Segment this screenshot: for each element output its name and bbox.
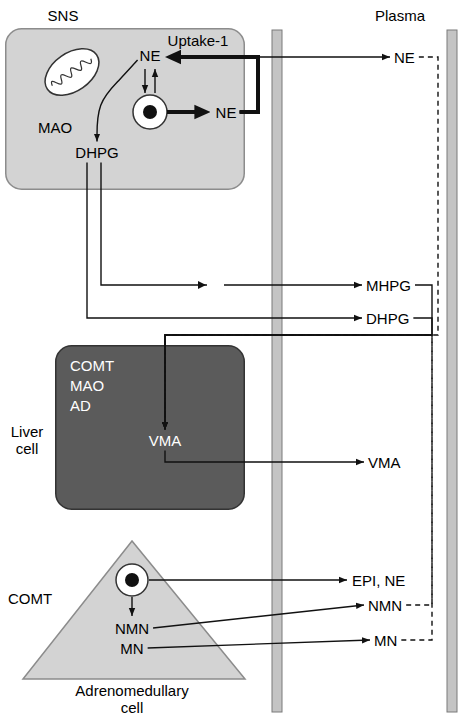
molecule-node: MHPG xyxy=(364,276,413,295)
release-arrow xyxy=(167,110,204,114)
molecule-node: MN xyxy=(372,631,399,650)
text-slot: NMN xyxy=(115,620,149,637)
molecule-node: DHPG xyxy=(73,143,120,162)
plain-label: Plasma xyxy=(375,7,425,24)
vesicle xyxy=(133,95,167,129)
text-slot: COMT xyxy=(8,590,52,607)
node-text: NE xyxy=(394,49,415,66)
molecule-node: VMA xyxy=(366,453,403,472)
text-slot: DHPG xyxy=(366,310,409,327)
node-text: COMT xyxy=(70,357,114,374)
label-slot: Plasma xyxy=(375,7,425,24)
molecule-node: VMA xyxy=(147,431,184,450)
text-slot: COMT xyxy=(70,357,114,374)
node-text: DHPG xyxy=(75,144,118,161)
node-text: DHPG xyxy=(366,310,409,327)
leak-arrow xyxy=(154,69,155,93)
node-text: MAO xyxy=(70,377,104,394)
molecule-node: NE xyxy=(392,48,417,67)
node-text: Liver cell xyxy=(4,423,50,457)
node-text: NMN xyxy=(115,620,149,637)
text-slot: NE xyxy=(394,49,415,66)
cell-shape: COMTAdrenomedullary cellNMNMN xyxy=(22,540,246,680)
storage-arrow xyxy=(144,69,145,93)
node-text: EPI, NE xyxy=(352,572,405,589)
molecule-node: DHPG xyxy=(364,309,411,328)
membrane-bar xyxy=(447,30,457,712)
text-slot: VMA xyxy=(149,432,182,449)
text-slot: AD xyxy=(70,397,91,414)
vesicle xyxy=(116,564,148,596)
vesicle-core xyxy=(143,105,157,119)
node-text: SNS xyxy=(48,7,79,24)
molecule-node: NMN xyxy=(113,619,151,638)
node-text: NMN xyxy=(368,597,402,614)
arrow-head xyxy=(198,281,206,289)
membrane-bar xyxy=(272,30,282,712)
node-text: VMA xyxy=(149,432,182,449)
node-text: MN xyxy=(374,632,397,649)
triangle-cell xyxy=(23,541,245,679)
node-text: Adrenomedullary cell xyxy=(62,682,202,716)
text-slot: MN xyxy=(374,632,397,649)
molecule-node: MN xyxy=(118,639,145,658)
node-text: VMA xyxy=(368,454,401,471)
metabolism-arrow xyxy=(131,597,132,616)
node-text: NE xyxy=(216,104,237,121)
label-slot: Uptake-1 xyxy=(168,32,229,49)
node-text: COMT xyxy=(8,590,52,607)
node-text: MHPG xyxy=(366,277,411,294)
rounded-cell xyxy=(6,29,245,190)
text-slot: NE xyxy=(216,104,237,121)
plain-label: Uptake-1 xyxy=(168,32,229,49)
vesicle-core xyxy=(125,573,139,587)
node-text: MN xyxy=(120,640,143,657)
release-arrow xyxy=(149,579,347,580)
flow-arrow xyxy=(239,57,390,112)
molecule-node: NMN xyxy=(366,596,404,615)
text-slot: MHPG xyxy=(366,277,411,294)
molecule-node: NE xyxy=(214,103,239,122)
molecule-node: NE xyxy=(138,46,163,65)
text-slot: DHPG xyxy=(75,144,118,161)
cell-shape: SNSMAONEDHPGNE xyxy=(5,28,245,190)
text-slot: NE xyxy=(140,47,161,64)
text-slot: MN xyxy=(120,640,143,657)
line-gap xyxy=(207,281,224,289)
text-slot: Adrenomedullary cell xyxy=(62,682,202,716)
text-slot: VMA xyxy=(368,454,401,471)
text-slot: MAO xyxy=(38,119,72,136)
cell-outline xyxy=(5,28,245,190)
text-slot: EPI, NE xyxy=(352,572,405,589)
molecule-node: EPI, NE xyxy=(350,571,407,590)
node-text: MAO xyxy=(38,119,72,136)
node-text: AD xyxy=(70,397,91,414)
node-text: NE xyxy=(140,47,161,64)
text-slot: SNS xyxy=(48,7,79,24)
edge-decoration-group xyxy=(198,281,224,289)
rounded-cell xyxy=(56,346,245,510)
cell-outline xyxy=(22,540,246,680)
mitochondrion-cristae xyxy=(50,56,93,89)
text-slot: NMN xyxy=(368,597,402,614)
cell-shape: Liver cellCOMTMAOADVMA xyxy=(55,345,245,510)
text-slot: MAO xyxy=(70,377,104,394)
text-slot: Liver cell xyxy=(4,423,50,457)
